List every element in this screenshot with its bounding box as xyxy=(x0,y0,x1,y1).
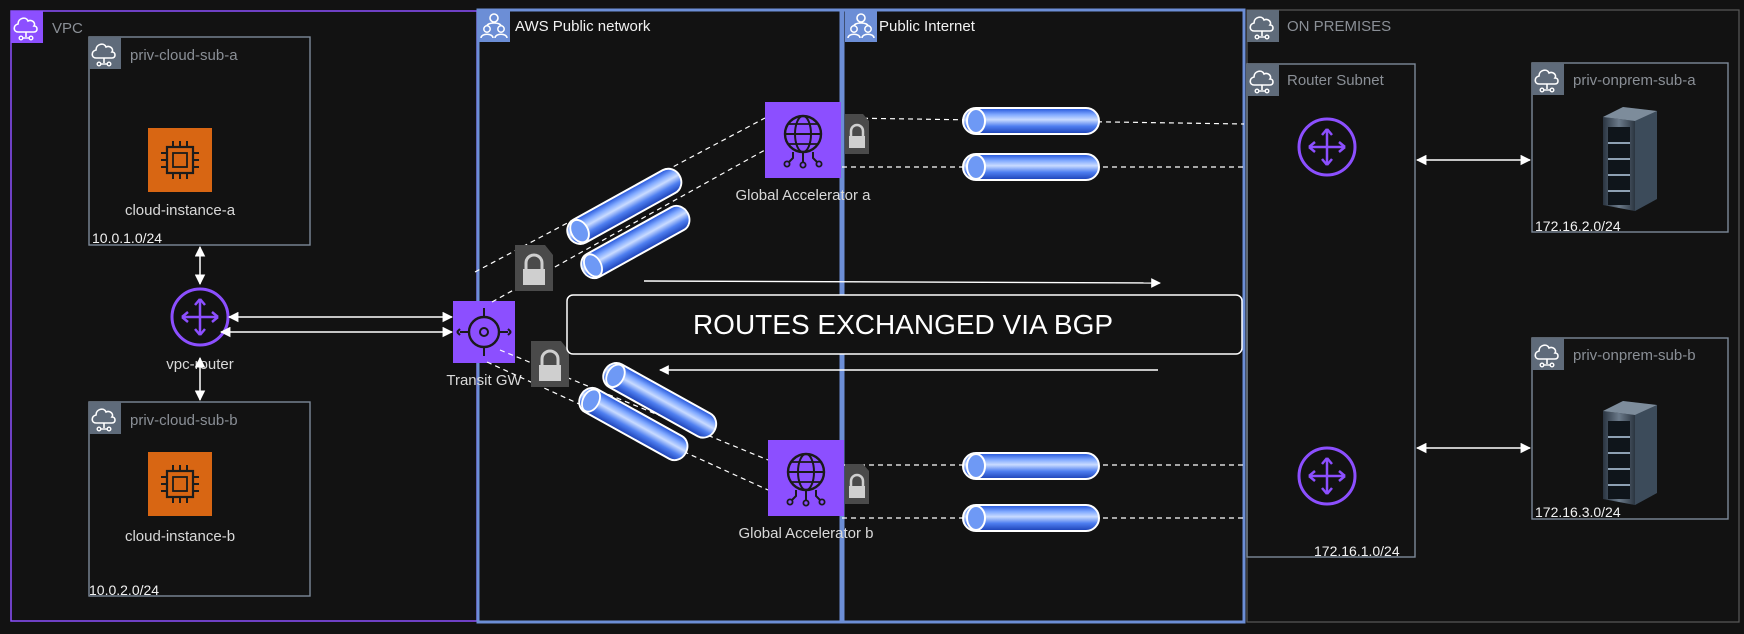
cloud-instance-a-label: cloud-instance-a xyxy=(125,202,236,219)
public-internet-icon xyxy=(845,10,877,42)
global-accelerator-a-label: Global Accelerator a xyxy=(735,187,871,204)
server-rack-b-icon xyxy=(1602,400,1658,506)
bgp-banner-text: ROUTES EXCHANGED VIA BGP xyxy=(693,309,1113,340)
priv-onprem-sub-b-cidr: 172.16.3.0/24 xyxy=(1535,504,1621,520)
aws-public-network-label: AWS Public network xyxy=(515,18,651,35)
priv-onprem-sub-a-cidr: 172.16.2.0/24 xyxy=(1535,218,1621,234)
vpc-router-icon xyxy=(170,287,230,347)
cloud-instance-b-label: cloud-instance-b xyxy=(125,528,235,545)
global-accelerator-a-icon xyxy=(763,100,843,180)
onprem-router-b-icon xyxy=(1297,446,1357,506)
priv-cloud-sub-b-cidr: 10.0.2.0/24 xyxy=(89,582,159,598)
priv-onprem-sub-a-label: priv-onprem-sub-a xyxy=(1573,72,1696,89)
tgw-lock-icon-a xyxy=(513,243,555,293)
global-accelerator-b-label: Global Accelerator b xyxy=(738,525,873,542)
router-subnet-cidr: 172.16.1.0/24 xyxy=(1314,543,1400,559)
router-subnet xyxy=(1246,63,1416,558)
priv-cloud-sub-b xyxy=(88,401,311,597)
vpc-label: VPC xyxy=(52,20,83,37)
bgp-arrow-right xyxy=(643,278,1161,288)
tgw-to-ga-a-dashed-2 xyxy=(491,149,766,303)
server-rack-a-icon xyxy=(1602,106,1658,212)
priv-cloud-sub-a xyxy=(88,36,311,246)
priv-cloud-sub-a-cidr: 10.0.1.0/24 xyxy=(92,230,162,246)
priv-onprem-sub-b xyxy=(1531,337,1729,520)
internet-tunnel-a1 xyxy=(962,107,1100,135)
router-subnet-label: Router Subnet xyxy=(1287,72,1385,89)
ec2-instance-b-icon xyxy=(146,450,214,518)
internet-tunnel-b1 xyxy=(962,452,1100,480)
on-premises-group xyxy=(1246,9,1740,623)
public-internet-label: Public Internet xyxy=(879,18,976,35)
onprem-router-a-icon xyxy=(1297,117,1357,177)
ga-a-lock-icon xyxy=(843,112,871,156)
internet-tunnel-b2 xyxy=(962,504,1100,532)
priv-onprem-sub-a xyxy=(1531,62,1729,233)
ec2-instance-a-icon xyxy=(146,126,214,194)
priv-cloud-sub-a-label: priv-cloud-sub-a xyxy=(130,47,238,64)
internet-tunnel-a2 xyxy=(962,153,1100,181)
aws-public-network-icon xyxy=(478,10,510,42)
priv-cloud-sub-b-label: priv-cloud-sub-b xyxy=(130,412,238,429)
ga-b-lock-icon xyxy=(843,462,871,506)
tgw-lock-icon-b xyxy=(529,339,571,389)
vpc-group xyxy=(10,10,478,622)
on-premises-label: ON PREMISES xyxy=(1287,18,1391,35)
priv-onprem-sub-b-label: priv-onprem-sub-b xyxy=(1573,347,1696,364)
global-accelerator-b-icon xyxy=(766,438,846,518)
transit-gw-label: Transit GW xyxy=(446,372,522,389)
bgp-banner xyxy=(566,294,1243,355)
